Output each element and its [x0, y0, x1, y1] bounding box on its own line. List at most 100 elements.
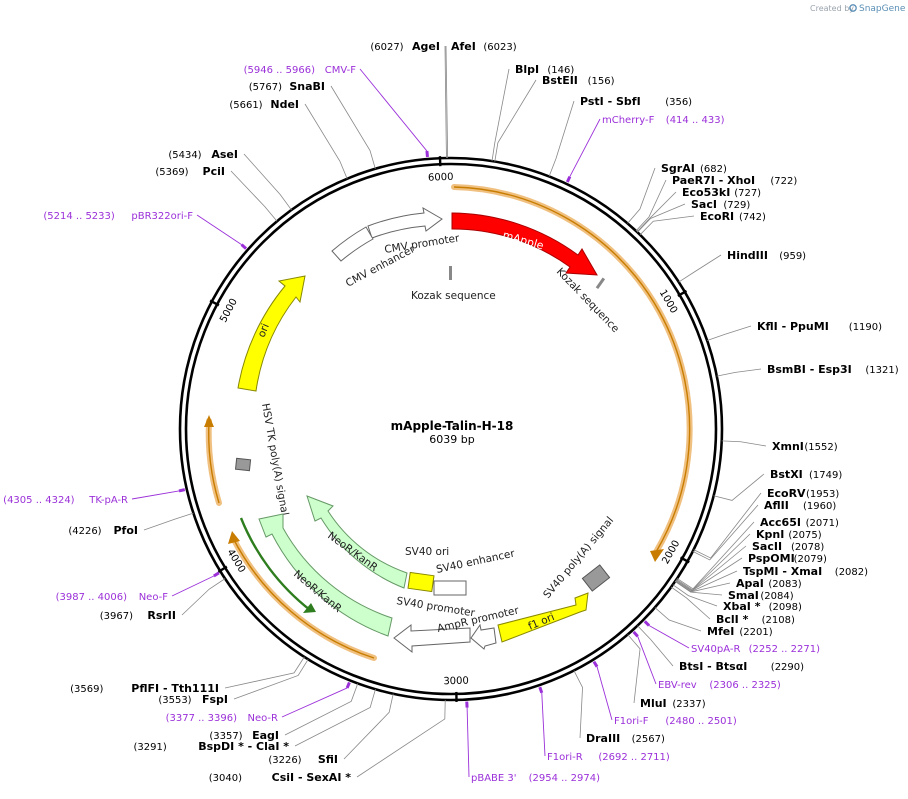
site-hindiii[interactable]: HindIII(959)	[679, 249, 806, 282]
site-position: (3569)	[70, 684, 103, 695]
site-name: BstEII	[542, 74, 578, 87]
site-position: (1749)	[809, 470, 842, 481]
feature-label-sv40-polya: SV40 poly(A) signal	[541, 515, 616, 601]
site-position: (2084)	[760, 591, 793, 602]
tick-label: 3000	[443, 676, 469, 688]
primer-mark	[594, 662, 597, 667]
site-name: CsiI - SexAI *	[272, 771, 352, 784]
site-name: MluI	[640, 697, 667, 710]
site-leader-line	[549, 101, 574, 176]
tick-label: 6000	[428, 172, 454, 184]
site-leader-line	[722, 441, 766, 446]
site-name: PciI	[203, 165, 225, 178]
site-position: (2290)	[771, 662, 804, 673]
site-position: (722)	[770, 176, 797, 187]
site-snabi[interactable]: SnaBI(5767)	[249, 80, 376, 169]
site-name: BsmBI - Esp3I	[767, 363, 852, 376]
primer-name: pBR322ori-F	[131, 211, 193, 222]
site-bsteii[interactable]: BstEII(156)	[495, 74, 615, 162]
site-name: PspOMI	[748, 552, 795, 565]
site-leader-line	[305, 104, 347, 179]
site-name: HindIII	[727, 249, 768, 262]
feature-cmv-promoter	[368, 208, 442, 238]
site-ndei[interactable]: NdeI(5661)	[229, 98, 347, 179]
site-leader-line	[655, 608, 701, 631]
primer-mark	[540, 687, 542, 693]
site-leader-line	[144, 513, 193, 530]
site-position: (5434)	[168, 150, 201, 161]
primer-pbr322ori-f[interactable]: pBR322ori-F(5214 .. 5233)	[43, 211, 246, 249]
site-position: (3291)	[134, 742, 167, 753]
primer-neo-f[interactable]: Neo-F(3987 .. 4006)	[56, 573, 219, 603]
site-leader-line	[234, 659, 308, 699]
primer-cmv-f[interactable]: CMV-F(5946 .. 5966)	[244, 65, 428, 157]
primer-range: (2692 .. 2711)	[598, 752, 670, 763]
feature-neor-kanr-outer	[259, 514, 392, 636]
site-position: (1321)	[865, 365, 898, 376]
site-pflfi-tth111i[interactable]: PflFI - Tth111I(3569)	[70, 657, 304, 695]
restriction-sites: AgeI(6027)AfeI(6023)BlpI(146)BstEII(156)…	[68, 40, 898, 784]
primer-name: pBABE 3'	[471, 773, 517, 784]
site-position: (2098)	[769, 602, 802, 613]
site-asei[interactable]: AseI (5434)	[168, 148, 291, 210]
site-leader-line	[331, 86, 375, 169]
site-position: (6027)	[370, 42, 403, 53]
feature-label-neor-kanr-1: NeoR/KanR	[325, 530, 380, 574]
site-position: (6023)	[483, 42, 516, 53]
site-name: DraIII	[586, 732, 620, 745]
site-afei[interactable]: AfeI(6023)	[445, 40, 517, 158]
site-position: (742)	[739, 212, 766, 223]
feature-label-kozak-1: Kozak sequence	[411, 290, 496, 302]
site-position: (2075)	[788, 530, 821, 541]
primer-leader-line	[132, 491, 179, 499]
primer-pbabe-3-[interactable]: pBABE 3'(2954 .. 2974)	[467, 702, 600, 784]
site-leader-line	[225, 657, 304, 688]
site-position: (3553)	[158, 695, 191, 706]
site-name: XmnI	[772, 440, 804, 453]
site-position: (2082)	[835, 567, 868, 578]
primer-name: mCherry-F	[602, 115, 655, 126]
primer-mark	[634, 632, 638, 636]
feature-kozak-1	[449, 266, 452, 280]
site-name: RsrII	[147, 609, 176, 622]
primer-name: EBV-rev	[658, 680, 697, 691]
primer-leader-line	[597, 667, 612, 720]
feature-ori	[238, 276, 305, 391]
primer-tk-pa-r[interactable]: TK-pA-R(4305 .. 4324)	[3, 490, 185, 506]
site-position: (3357)	[209, 731, 242, 742]
primer-leader-line	[638, 636, 656, 684]
site-position: (2337)	[672, 699, 705, 710]
orf-line-mapple	[454, 187, 690, 552]
site-leader-line	[244, 154, 291, 210]
site-kfli-ppumi[interactable]: KflI - PpuMI(1190)	[707, 320, 882, 340]
site-agei[interactable]: AgeI (6027)	[370, 40, 447, 158]
feature-sv40-ori	[408, 572, 434, 591]
site-name: AseI	[211, 148, 238, 161]
site-name: AgeI	[412, 40, 440, 53]
site-xmni[interactable]: XmnI(1552)	[722, 440, 838, 453]
plasmid-length: 6039 bp	[429, 433, 474, 446]
site-pfoi[interactable]: PfoI(4226)	[68, 513, 193, 537]
site-name: AflII	[764, 499, 789, 512]
site-name: EagI	[252, 729, 279, 742]
site-leader-line	[707, 326, 751, 340]
site-leader-line	[182, 579, 225, 615]
site-leader-line	[285, 683, 358, 735]
site-leader-line	[495, 80, 536, 162]
site-bsmbi-esp3i[interactable]: BsmBI - Esp3I (1321)	[717, 363, 899, 376]
site-sfii[interactable]: SfiI(3226)	[268, 694, 393, 766]
site-leader-line	[295, 689, 375, 746]
plasmid-name: mApple-Talin-H-18	[391, 419, 514, 433]
site-position: (1960)	[803, 501, 836, 512]
site-name: BtsI - BtsαI	[679, 660, 747, 673]
primer-name: F1ori-F	[614, 716, 649, 727]
site-position: (2083)	[768, 579, 801, 590]
feature-label-sv40-ori: SV40 ori	[405, 546, 449, 558]
site-position: (2567)	[632, 734, 665, 745]
primer-leader-line	[542, 693, 545, 756]
primer-leader-line	[172, 576, 214, 596]
site-position: (1552)	[804, 442, 837, 453]
site-ecori[interactable]: EcoRI(742)	[640, 210, 766, 235]
site-position: (2108)	[762, 615, 795, 626]
